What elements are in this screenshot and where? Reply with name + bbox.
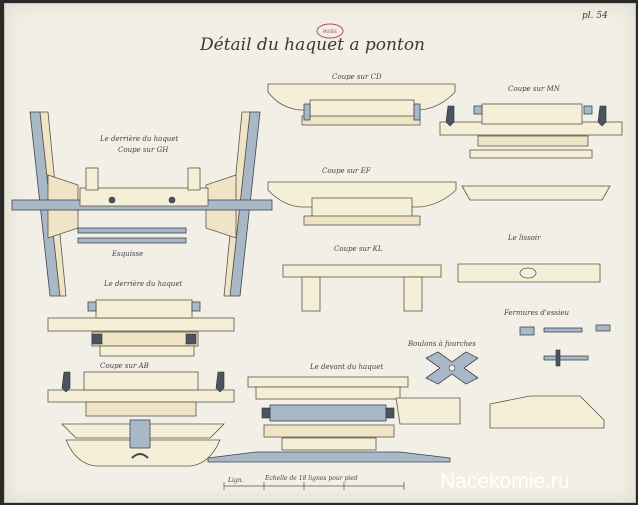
axle-bar (77, 237, 187, 244)
ab-hook (61, 371, 71, 393)
section-mn (439, 103, 623, 159)
fermures-parts (519, 324, 611, 367)
caption-coupe-mn: Coupe sur MN (508, 85, 561, 93)
front-base (281, 437, 377, 451)
mn-body (481, 103, 583, 125)
rear-bed (47, 317, 235, 332)
plate-number: pl. 54 (582, 11, 608, 21)
section-cd (267, 83, 456, 126)
ab-ring (131, 453, 149, 459)
kl-leg-left (301, 276, 321, 312)
rear-sill (91, 331, 199, 347)
caption-boulons: Boulons à fourches (407, 340, 476, 348)
section-ab (47, 371, 235, 467)
caption-coupe-ef: Coupe sur EF (322, 167, 372, 175)
ab-base (65, 439, 221, 467)
museum-stamp: MUSÉE (316, 23, 344, 39)
caption-coupe-ab: Coupe sur AB (100, 362, 149, 370)
rear-axle-assembly (11, 111, 273, 297)
caption-esquisse: Esquisse (111, 250, 143, 258)
ab-body (83, 371, 199, 391)
cd-iron (303, 103, 311, 121)
mn-plate (473, 105, 483, 115)
front-view (207, 376, 451, 463)
fermure-bar (543, 327, 583, 333)
lissoir (457, 263, 601, 283)
fork-bolt-hole (448, 364, 456, 372)
caption-coupe-kl: Coupe sur KL (334, 245, 383, 253)
scale-bar (223, 482, 405, 490)
cd-sill (301, 115, 421, 126)
ab-sill (85, 401, 197, 417)
bolt (168, 196, 176, 204)
watermark: Nacekomie.ru (440, 470, 570, 493)
caption-coupe-cd: Coupe sur CD (332, 73, 382, 81)
scale-start-label: Lign. (227, 477, 244, 484)
lissoir-hole (519, 267, 537, 279)
caption-devant: Le devant du haquet (309, 363, 383, 371)
section-ef (267, 181, 457, 226)
fermure (595, 324, 611, 332)
mn-sill (477, 135, 589, 147)
stamp-text: MUSÉE (323, 29, 337, 34)
rear-body (95, 299, 193, 319)
kl-bed (282, 264, 442, 278)
rear-plate (87, 301, 97, 312)
section-kl (282, 264, 442, 312)
fermure-pin (555, 349, 561, 367)
kl-leg-right (403, 276, 423, 312)
rear-plate (191, 301, 201, 312)
axle-bed (79, 187, 209, 207)
front-bracket (385, 407, 395, 419)
block-piece (395, 397, 461, 425)
mn-hook (445, 105, 455, 127)
rear-bracket (185, 333, 197, 345)
caption-derriere-bottom: Le derrière du haquet (103, 280, 182, 288)
rear-bracket (91, 333, 103, 345)
ab-center-iron (129, 419, 151, 449)
front-axle (207, 451, 451, 463)
caption-coupe-gh: Coupe sur GH (118, 146, 169, 154)
rear-view-bottom (47, 299, 235, 357)
mn-plate (583, 105, 593, 115)
fermure (519, 326, 535, 336)
caption-lissoir: Le lissoir (507, 234, 541, 242)
bolster-right (187, 167, 201, 191)
drawing-title: Détail du haquet a ponton (199, 35, 425, 55)
side-rail (461, 185, 611, 201)
front-body (255, 386, 401, 400)
caption-fermures: Fermures d'essieu (503, 309, 570, 317)
mn-hook (597, 105, 607, 127)
wedge-piece (489, 395, 605, 429)
caption-derriere-top: Le derrière du haquet (99, 135, 178, 143)
rear-base (99, 345, 195, 357)
front-iron-band (269, 404, 387, 422)
boulons-fourches (425, 351, 479, 385)
mn-base (469, 149, 593, 159)
front-top-rail (247, 376, 409, 388)
ab-bed (47, 389, 235, 403)
front-sill (263, 424, 395, 438)
front-bracket (261, 407, 271, 419)
fermure-bar (543, 355, 589, 361)
ef-sill (303, 215, 421, 226)
bolster-left (85, 167, 99, 191)
cd-crosspiece (309, 99, 415, 119)
cd-iron (413, 103, 421, 121)
bolt (108, 196, 116, 204)
axle-bar (77, 227, 187, 234)
ab-hook (215, 371, 225, 393)
scale-label: Echelle de 18 lignes pour pied (264, 475, 358, 482)
ef-crosspiece (311, 197, 413, 219)
